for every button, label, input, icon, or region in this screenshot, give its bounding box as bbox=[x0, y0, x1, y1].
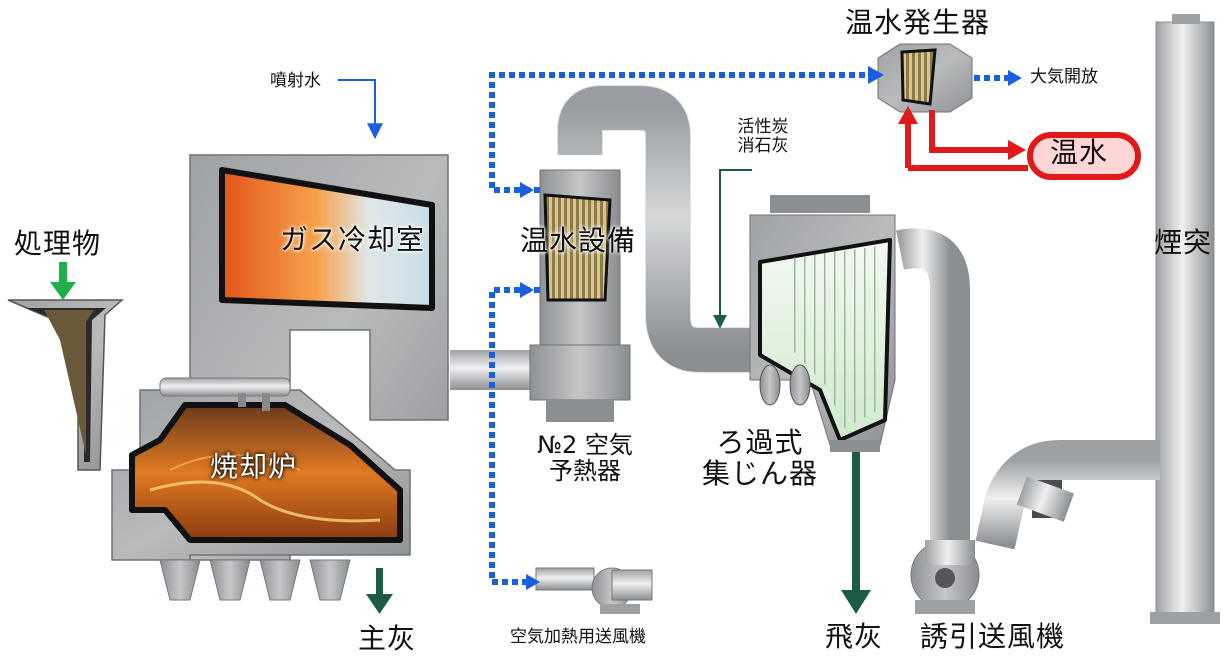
chimney bbox=[1150, 14, 1220, 624]
incinerator-body bbox=[111, 154, 449, 601]
slaked-lime-label: 消石灰 bbox=[737, 135, 789, 156]
input-hopper bbox=[7, 299, 124, 471]
activated-carbon-label: 活性炭 bbox=[737, 117, 789, 137]
gas-cooling-chamber-label: ガス冷却室 bbox=[280, 223, 426, 256]
duct-network bbox=[450, 85, 1160, 550]
induced-draft-fan bbox=[910, 540, 980, 614]
incinerator-label: 焼却炉 bbox=[210, 450, 298, 483]
induced-draft-fan-label: 誘引送風機 bbox=[920, 620, 1066, 653]
bag-filter-label-line2: 集じん器 bbox=[701, 456, 818, 490]
atmosphere-release-label: 大気開放 bbox=[1030, 67, 1098, 87]
chemical-line bbox=[713, 169, 752, 329]
hot-water-equipment bbox=[529, 169, 631, 422]
input-material-label: 処理物 bbox=[14, 227, 102, 260]
water-spray-line bbox=[338, 79, 383, 140]
input-arrow bbox=[50, 262, 76, 300]
air-flow-lines bbox=[489, 72, 1010, 585]
bag-filter bbox=[749, 195, 896, 452]
air-preheater-label-line2: 予熱器 bbox=[549, 457, 621, 486]
hot-water-generator-label: 温水発生器 bbox=[845, 6, 991, 39]
bag-filter-label: ろ過式 集じん器 bbox=[690, 426, 830, 490]
bag-filter-label-line1: ろ過式 bbox=[716, 426, 804, 459]
fly-ash-label: 飛灰 bbox=[825, 620, 884, 653]
hot-water-loop bbox=[898, 106, 1141, 180]
air-preheater-label-line1: №2 空気 bbox=[537, 431, 633, 459]
chemical-label: 活性炭 消石灰 bbox=[728, 118, 798, 155]
main-ash-arrow bbox=[366, 568, 393, 614]
fly-ash-arrow bbox=[841, 452, 871, 614]
chimney-label: 煙突 bbox=[1154, 226, 1213, 259]
water-spray-label: 噴射水 bbox=[270, 71, 321, 91]
hot-water-generator bbox=[877, 43, 973, 113]
air-heating-fan bbox=[535, 567, 653, 614]
air-flow-arrowheads bbox=[520, 66, 1022, 590]
hot-water-label: 温水 bbox=[1050, 136, 1109, 169]
air-heating-fan-label: 空気加熱用送風機 bbox=[510, 627, 646, 647]
air-preheater-label: №2 空気 予熱器 bbox=[530, 432, 640, 485]
main-ash-label: 主灰 bbox=[358, 622, 417, 655]
hot-water-equipment-label: 温水設備 bbox=[520, 224, 637, 257]
